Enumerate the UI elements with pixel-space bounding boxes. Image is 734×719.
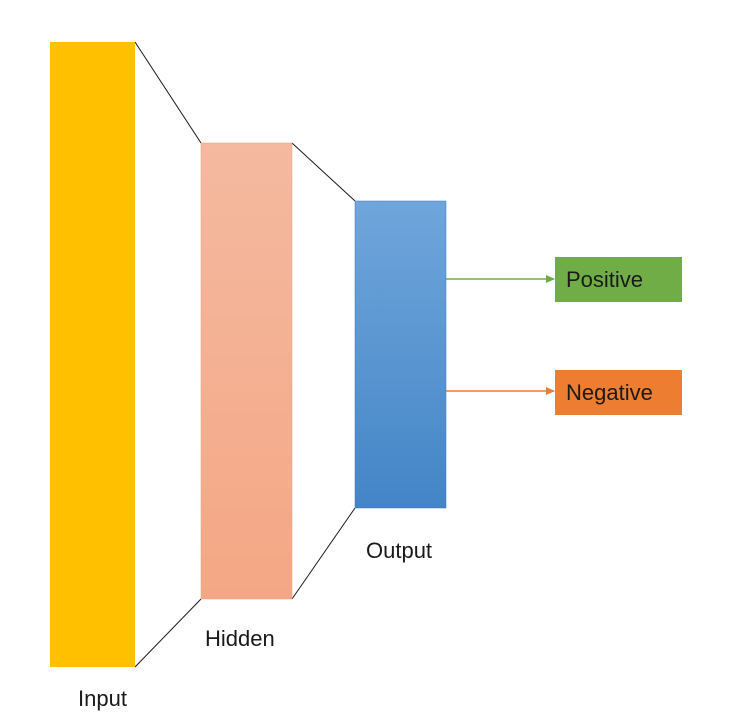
negative-class-box (555, 370, 682, 415)
hidden-layer-label: Hidden (205, 626, 275, 651)
connector-input-hidden-top (134, 41, 202, 144)
connector-hidden-output-top (291, 142, 356, 202)
input-layer-block (50, 42, 135, 667)
positive-class-label: Positive (566, 267, 643, 292)
negative-class-label: Negative (566, 380, 653, 405)
input-layer-label: Input (78, 686, 127, 711)
positive-class-box (555, 257, 682, 302)
output-layer-block (354, 200, 447, 509)
connector-hidden-output-bottom (291, 507, 356, 600)
hidden-layer-block (200, 142, 293, 600)
connector-input-hidden-bottom (134, 598, 202, 668)
output-layer-label: Output (366, 538, 432, 563)
